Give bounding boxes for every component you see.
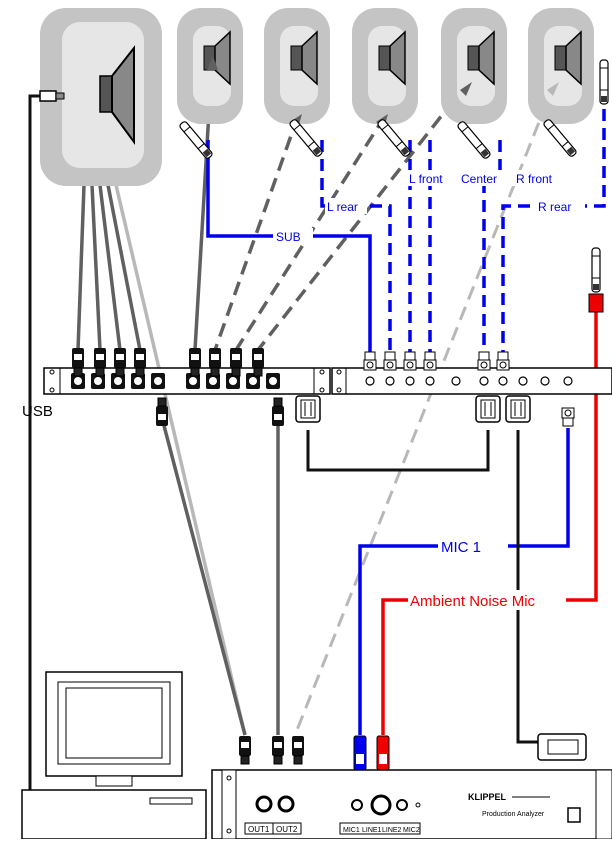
center-label: Center	[461, 172, 497, 186]
mic-ambient	[591, 247, 601, 293]
usb-label: USB	[22, 403, 53, 420]
out1-label: OUT1	[248, 825, 270, 834]
mic-l-rear	[288, 117, 324, 159]
r-front-label: R front	[516, 172, 553, 186]
analyzer-device	[211, 769, 612, 840]
speaker-5	[528, 8, 594, 124]
speaker-patch-panel	[43, 367, 331, 395]
speaker-4	[441, 8, 507, 124]
sub-label: SUB	[276, 230, 301, 244]
analyzer-mic1-label: MIC1	[343, 827, 360, 834]
spk-light-dashed-cable	[293, 81, 557, 736]
mic-l-front	[376, 117, 412, 159]
usb-plug-icon	[39, 90, 65, 102]
r-rear-label: R rear	[538, 200, 571, 214]
l-front-label: L front	[409, 172, 443, 186]
woofer-speaker	[40, 8, 162, 186]
mic-center	[456, 119, 492, 161]
model-label: Production Analyzer	[482, 811, 545, 818]
brand-label: KLIPPEL	[468, 792, 507, 802]
woofer-light-cable	[114, 184, 247, 736]
analyzer-dsub-plug	[537, 733, 587, 761]
line1-label: LINE1	[362, 827, 382, 834]
dsub-connectors	[295, 395, 531, 423]
computer	[21, 671, 207, 840]
mic-patch-panel	[331, 367, 612, 395]
panel-bnc-connectors	[363, 351, 510, 371]
analyzer-mic2-label: MIC2	[403, 827, 420, 834]
usb-cable	[28, 94, 45, 830]
out2-label: OUT2	[276, 825, 298, 834]
analyzer-plugs	[238, 735, 390, 771]
mic1-cable	[358, 428, 570, 735]
mic-r-front	[542, 117, 578, 159]
speaker-2	[264, 8, 330, 124]
mic1-label: MIC 1	[441, 539, 481, 556]
out1-cable	[160, 417, 247, 736]
woofer-cables	[76, 184, 142, 351]
dsub-link-cable	[306, 430, 490, 472]
line2-label: LINE2	[382, 827, 402, 834]
mic-r-rear	[599, 59, 609, 105]
ambient-mic-plug	[588, 293, 604, 313]
mic-cables	[206, 140, 372, 360]
speaker-3	[352, 8, 418, 124]
analyzer-dsub-cable	[516, 430, 548, 744]
l-rear-label: L rear	[327, 200, 358, 214]
ambient-label: Ambient Noise Mic	[410, 593, 536, 610]
